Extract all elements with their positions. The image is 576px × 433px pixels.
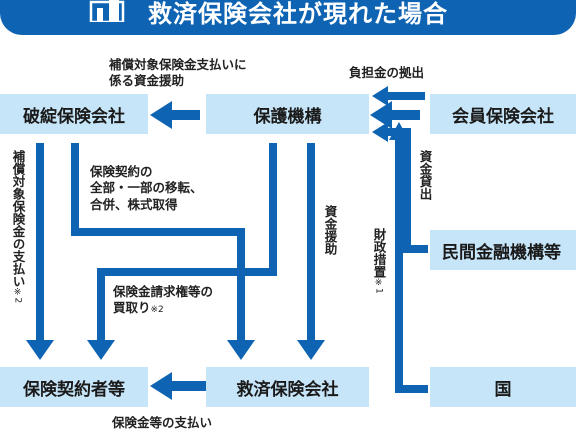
- line-loan-vertical: [403, 128, 411, 253]
- line-claims-across: [97, 268, 277, 276]
- arrow-member-to-fund: [390, 110, 420, 120]
- arrow-fund-to-failed: [170, 110, 200, 120]
- line-contribution: [385, 92, 425, 100]
- label-transfer: 保険契約の 全部・一部の移転、 合併、株式取得: [90, 164, 203, 212]
- line-claims-down2: [97, 268, 105, 343]
- box-failed-insurer: 破綻保険会社: [0, 94, 148, 134]
- box-country: 国: [430, 367, 576, 407]
- arrow-rescue-to-holders-head: [150, 372, 172, 400]
- label-loan: 資金貸出: [417, 150, 433, 200]
- line-measures-vertical: [395, 138, 403, 393]
- header-banner: 救済保険会社が現れた場合: [0, 0, 576, 35]
- label-compensation-aid: 補償対象保険金支払いに 係る資金援助: [109, 57, 247, 89]
- arrow-contribution-head: [372, 86, 388, 106]
- line-transfer-down: [71, 143, 79, 236]
- label-contribution: 負担金の拠出: [349, 65, 425, 80]
- arrow-rescue-to-holders: [170, 381, 208, 391]
- line-loan-horizontal: [403, 245, 428, 253]
- arrow-fund-to-failed-head: [150, 101, 172, 129]
- line-measures-horizontal: [395, 385, 428, 393]
- line-transfer-across: [71, 228, 245, 236]
- label-comp-payment: 補償対象保険金の支払い※2: [10, 150, 26, 304]
- box-policyholders: 保険契約者等: [0, 367, 148, 407]
- page-title: 救済保険会社が現れた場合: [148, 0, 448, 28]
- box-protection-fund: 保護機構: [206, 94, 369, 134]
- line-transfer-down2: [237, 228, 245, 343]
- arrow-transfer-head: [227, 340, 255, 360]
- arrow-member-to-fund-head: [370, 101, 392, 129]
- arrow-assist-head: [297, 340, 325, 360]
- line-comp-payment: [36, 143, 44, 343]
- label-payment: 保険金等の支払い: [112, 415, 213, 430]
- arrow-measures-head: [389, 122, 409, 140]
- arrow-claims-head: [87, 340, 115, 360]
- label-measures: 財政措置※1: [371, 228, 387, 294]
- building-icon: [89, 0, 125, 22]
- box-private-finance: 民間金融機構等: [430, 230, 576, 270]
- label-claims-purchase: 保険金請求権等の 買取り※2: [113, 284, 214, 316]
- box-rescue-insurer: 救済保険会社: [206, 367, 369, 407]
- arrow-loan-head: [372, 122, 388, 142]
- label-assist: 資金援助: [322, 205, 338, 255]
- arrow-comp-payment-head: [26, 340, 54, 360]
- line-claims-down: [269, 143, 277, 276]
- box-member-insurers: 会員保険会社: [430, 94, 576, 134]
- line-assist: [307, 143, 315, 343]
